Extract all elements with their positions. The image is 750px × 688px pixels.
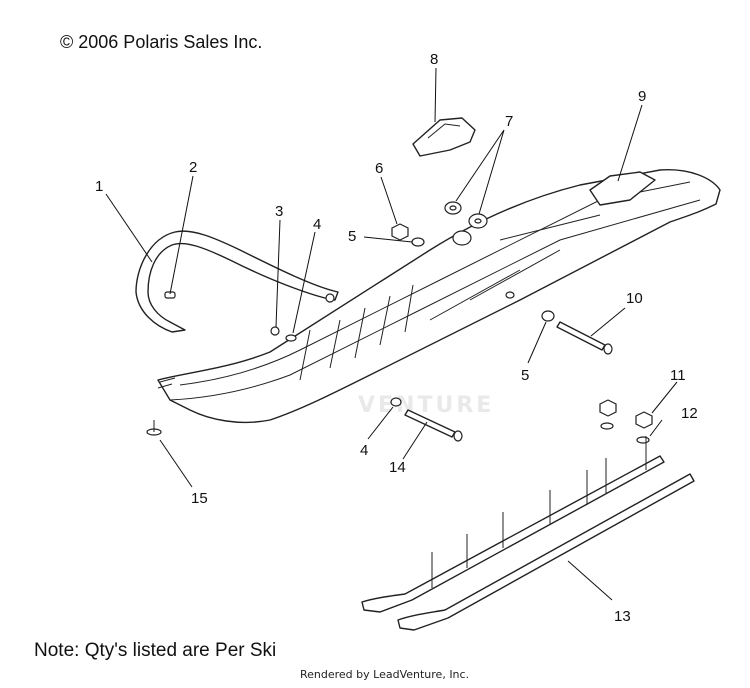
part-6-nut: [391, 223, 409, 241]
callout-5b: 5: [521, 367, 529, 384]
part-14-bolt: [404, 409, 463, 442]
callout-6: 6: [375, 160, 383, 177]
leader-lines: [105, 67, 678, 601]
watermark: VENTURE: [358, 393, 494, 418]
part-15-screw: [146, 420, 162, 436]
part-10-bolt: [556, 321, 613, 355]
callout-14: 14: [389, 459, 406, 476]
rendered-by-text: Rendered by LeadVenture, Inc.: [300, 668, 470, 681]
part-3-nut: [270, 326, 280, 336]
callout-13: 13: [614, 608, 631, 625]
part-5-washer-upper: [411, 237, 425, 247]
callout-3: 3: [275, 203, 283, 220]
callout-4b: 4: [360, 442, 368, 459]
copyright-text: © 2006 Polaris Sales Inc.: [60, 32, 263, 52]
callout-11: 11: [670, 367, 686, 384]
part-13-runner: [361, 436, 695, 631]
part-5-washer-lower: [541, 310, 555, 322]
footer-note: Note: Qty's listed are Per Ski: [34, 640, 277, 661]
part-9-ski: [157, 169, 721, 424]
part-4-washer-upper: [285, 334, 297, 342]
part-1-handle: [135, 230, 339, 333]
callout-2: 2: [189, 159, 197, 176]
callout-4: 4: [313, 216, 321, 233]
callout-10: 10: [626, 290, 643, 307]
part-7-bushing-b: [468, 213, 488, 229]
callout-8: 8: [430, 51, 438, 68]
part-11-nuts: [599, 399, 653, 429]
callout-12: 12: [681, 405, 698, 422]
callout-7: 7: [505, 113, 513, 130]
callout-1: 1: [95, 178, 103, 195]
callout-9: 9: [638, 88, 646, 105]
callout-labels: 1 2 3 4 5 6 7 8 9 10 5 11 4 12 14 15 13: [95, 51, 698, 625]
part-7-bushing-a: [444, 201, 462, 215]
callout-15: 15: [191, 490, 208, 507]
part-8-pad: [412, 117, 476, 157]
callout-5: 5: [348, 228, 356, 245]
part-4-washer-lower: [390, 397, 402, 407]
